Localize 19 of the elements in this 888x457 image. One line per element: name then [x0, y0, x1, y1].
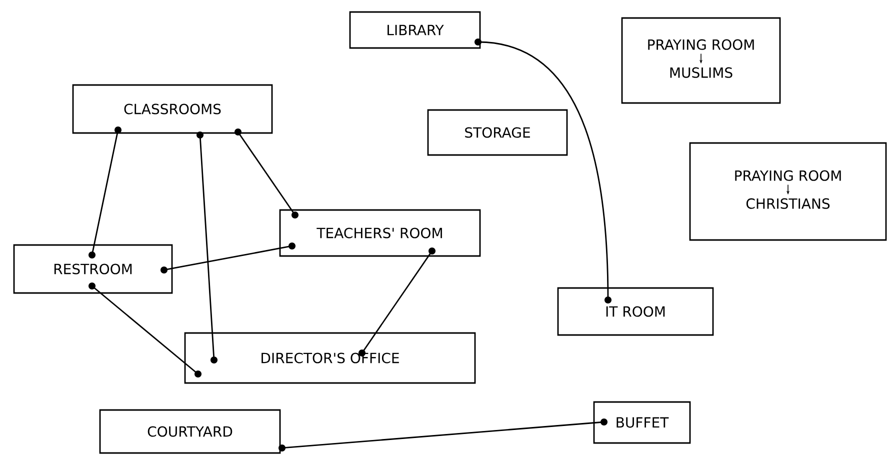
connector-line: [358, 248, 436, 356]
room-box: IT ROOM: [557, 287, 714, 336]
connector-line: [88, 126, 122, 258]
room-box: PRAYING ROOM CHRISTIANS: [689, 142, 887, 241]
room-box: TEACHERS' ROOM: [279, 209, 481, 257]
room-box: PRAYING ROOM MUSLIMS: [621, 17, 781, 104]
room-box: STORAGE: [427, 109, 568, 156]
connector-line: [474, 38, 612, 304]
room-box: COURTYARD: [99, 409, 281, 454]
connector-line: [278, 418, 608, 452]
connector-line: [196, 132, 218, 364]
connector-line: [234, 128, 298, 218]
room-box: RESTROOM: [13, 244, 173, 294]
room-box: CLASSROOMS: [72, 84, 273, 134]
room-box: LIBRARY: [349, 11, 481, 49]
connector-line: [88, 282, 202, 378]
connector-line: [160, 242, 296, 274]
room-box: BUFFET: [593, 401, 691, 444]
room-box: DIRECTOR'S OFFICE: [184, 332, 476, 384]
